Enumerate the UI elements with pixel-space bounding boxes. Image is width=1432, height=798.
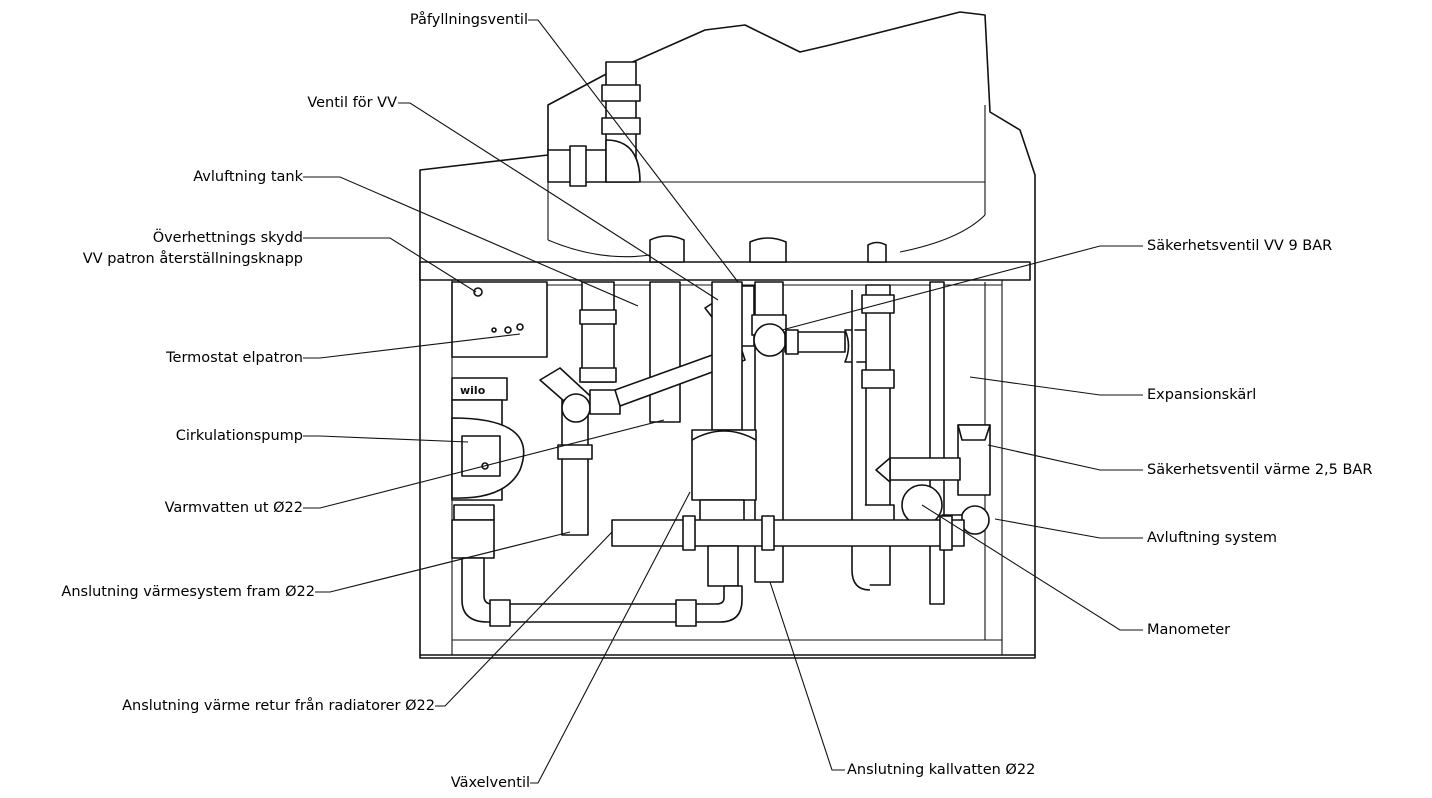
label-termostat: Termostat elpatron: [166, 350, 303, 366]
label-anslutning-retur: Anslutning värme retur från radiatorer Ø…: [122, 698, 435, 714]
label-vv-patron: VV patron återställningsknapp: [82, 251, 303, 267]
right-pipes: [844, 281, 991, 605]
leader-lines: [303, 19, 1143, 784]
label-avluftning-tank: Avluftning tank: [193, 169, 303, 185]
tank-pipe-elbow: [547, 61, 641, 187]
pump-brand-text: wilo: [460, 384, 486, 397]
label-ventil-vv: Ventil för VV: [307, 95, 397, 111]
label-sakerhetsventil-vv: Säkerhetsventil VV 9 BAR: [1147, 238, 1333, 254]
label-kallvatten: Anslutning kallvatten Ø22: [847, 762, 1036, 778]
bottom-horizontal-pipe: [611, 515, 965, 587]
label-expansionskarl: Expansionskärl: [1147, 387, 1257, 403]
label-cirkulationspump: Cirkulationspump: [175, 428, 303, 444]
switching-valve: [691, 429, 757, 523]
label-sakerhetsventil-varme: Säkerhetsventil värme 2,5 BAR: [1147, 462, 1373, 478]
return-loop: [461, 557, 743, 627]
label-manometer: Manometer: [1147, 622, 1231, 638]
label-pafyllningsventil: Påfyllningsventil: [409, 12, 528, 28]
circulation-pump: wilo: [451, 377, 525, 559]
label-anslutning-fram: Anslutning värmesystem fram Ø22: [61, 584, 315, 600]
label-vaxelventil: Växelventil: [450, 775, 530, 791]
left-pipes: [539, 281, 746, 536]
label-overhettnings-skydd: Överhettnings skydd: [152, 230, 303, 246]
rail-stubs: [649, 235, 887, 263]
label-avluftning-system: Avluftning system: [1147, 530, 1278, 546]
thermostat-box: [451, 281, 548, 358]
label-varmvatten-ut: Varmvatten ut Ø22: [164, 500, 303, 516]
